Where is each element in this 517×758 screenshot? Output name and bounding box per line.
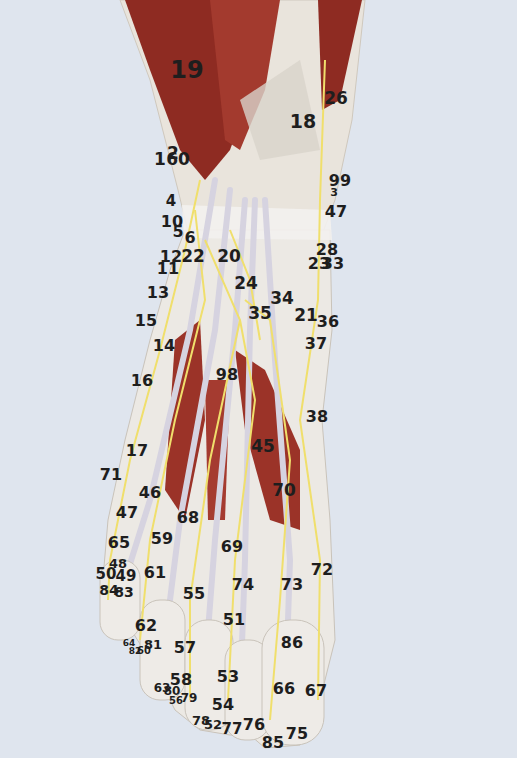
callout-number: 79 (181, 692, 198, 704)
callout-number: 77 (222, 722, 243, 737)
callout-number: 36 (317, 314, 339, 330)
callout-number: 20 (217, 248, 241, 265)
callout-number: 21 (294, 307, 318, 324)
callout-number: 86 (281, 635, 303, 651)
callout-number: 16 (131, 373, 153, 389)
callout-number: 45 (251, 438, 275, 455)
callout-number: 49 (116, 569, 137, 584)
callout-number: 81 (144, 638, 162, 651)
callout-number: 33 (322, 256, 344, 272)
callout-number: 66 (273, 681, 295, 697)
callout-number: 62 (135, 618, 157, 634)
callout-number: 46 (139, 485, 161, 501)
callout-number: 73 (281, 577, 303, 593)
callout-number: 4 (166, 194, 176, 209)
callout-number: 38 (306, 409, 328, 425)
callout-number: 3 (330, 187, 338, 198)
callout-number: 60 (166, 151, 190, 168)
callout-number: 47 (116, 505, 138, 521)
callout-number: 19 (170, 58, 203, 82)
callout-number: 5 (172, 224, 183, 240)
callout-number: 53 (217, 669, 239, 685)
callout-number: 74 (232, 577, 254, 593)
callout-number: 14 (153, 338, 175, 354)
callout-number: 69 (221, 539, 243, 555)
callout-number: 24 (234, 275, 258, 292)
callout-number: 61 (144, 565, 166, 581)
callout-number: 6 (184, 230, 195, 246)
callout-number: 71 (100, 467, 122, 483)
callout-number: 85 (262, 735, 284, 751)
callout-number: 70 (272, 482, 296, 499)
callout-number: 1 (154, 151, 166, 168)
callout-number: 34 (270, 290, 294, 307)
callout-number: 15 (135, 313, 157, 329)
callout-number: 52 (204, 718, 222, 731)
callout-number: 18 (290, 112, 316, 131)
callout-number: 65 (108, 535, 130, 551)
callout-number: 17 (126, 443, 148, 459)
callout-number: 51 (223, 612, 245, 628)
callout-number: 55 (183, 586, 205, 602)
callout-number: 37 (305, 336, 327, 352)
callout-number: 72 (311, 562, 333, 578)
callout-number: 57 (174, 640, 196, 656)
callout-number: 67 (305, 683, 327, 699)
callout-number: 76 (243, 717, 265, 733)
callout-number: 13 (147, 285, 169, 301)
callout-number: 75 (286, 726, 308, 742)
callout-number: 68 (177, 510, 199, 526)
callout-number: 59 (151, 531, 173, 547)
callout-number: 22 (181, 248, 205, 265)
callout-number: 35 (248, 305, 272, 322)
callout-number: 11 (157, 261, 179, 277)
callout-number: 83 (114, 585, 133, 599)
callout-number: 50 (96, 567, 117, 582)
callout-number: 54 (212, 697, 234, 713)
callout-number: 98 (216, 367, 238, 383)
callout-number: 26 (324, 90, 348, 107)
callout-number: 47 (325, 204, 347, 220)
